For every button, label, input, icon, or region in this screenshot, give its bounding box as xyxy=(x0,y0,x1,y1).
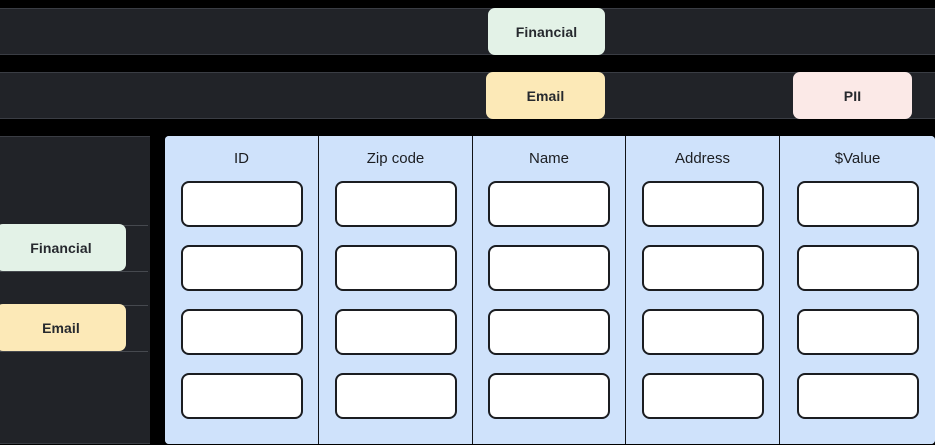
band-row-2 xyxy=(0,72,935,119)
table-cell[interactable] xyxy=(334,181,457,227)
table-column-id: ID xyxy=(165,136,319,444)
column-header-value: $Value xyxy=(834,150,881,167)
sidebar-chip-financial[interactable]: Financial xyxy=(0,224,126,271)
table-cell[interactable] xyxy=(334,309,457,355)
table-cell[interactable] xyxy=(180,373,303,419)
sidebar-chip-email[interactable]: Email xyxy=(0,304,126,351)
table-cell[interactable] xyxy=(488,181,610,227)
column-cells-id xyxy=(165,181,318,437)
chip-financial-top[interactable]: Financial xyxy=(488,8,605,55)
table-cell[interactable] xyxy=(641,373,764,419)
table-column-address: Address xyxy=(626,136,780,444)
data-table: ID Zip code Name Address $Value xyxy=(165,136,935,444)
table-cell[interactable] xyxy=(334,373,457,419)
table-column-value: $Value xyxy=(780,136,935,444)
chip-pii-top[interactable]: PII xyxy=(793,72,912,119)
table-cell[interactable] xyxy=(488,309,610,355)
table-cell[interactable] xyxy=(796,309,919,355)
table-cell[interactable] xyxy=(488,373,610,419)
table-column-name: Name xyxy=(473,136,626,444)
table-column-zip-code: Zip code xyxy=(319,136,473,444)
column-cells-zip-code xyxy=(319,181,472,437)
chip-email-top[interactable]: Email xyxy=(486,72,605,119)
band-row-1 xyxy=(0,8,935,55)
column-cells-value xyxy=(780,181,935,437)
column-header-zip-code: Zip code xyxy=(366,150,425,167)
table-cell[interactable] xyxy=(180,309,303,355)
table-cell[interactable] xyxy=(334,245,457,291)
table-cell[interactable] xyxy=(641,181,764,227)
table-cell[interactable] xyxy=(641,245,764,291)
table-cell[interactable] xyxy=(488,245,610,291)
column-header-address: Address xyxy=(674,150,731,167)
column-cells-address xyxy=(626,181,779,437)
table-cell[interactable] xyxy=(180,181,303,227)
column-header-id: ID xyxy=(234,150,249,167)
table-cell[interactable] xyxy=(641,309,764,355)
table-cell[interactable] xyxy=(796,245,919,291)
sidebar-panel xyxy=(0,136,150,444)
table-cell[interactable] xyxy=(796,373,919,419)
column-cells-name xyxy=(473,181,625,437)
table-cell[interactable] xyxy=(796,181,919,227)
column-header-name: Name xyxy=(528,150,569,167)
table-cell[interactable] xyxy=(180,245,303,291)
